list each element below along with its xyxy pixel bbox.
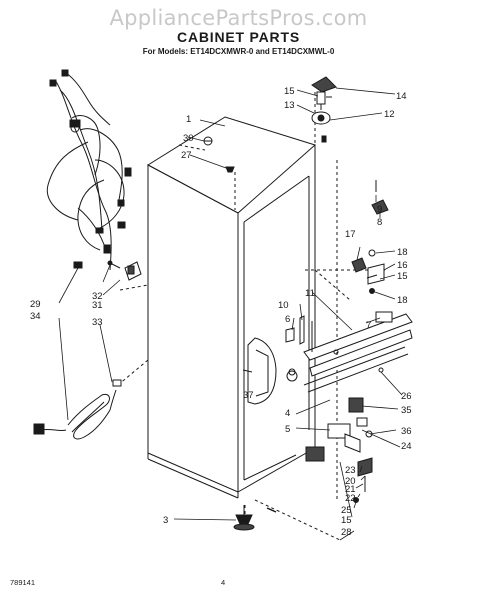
- callout-26: 26: [401, 391, 412, 402]
- callout-4: 4: [285, 408, 290, 419]
- callout-labels: 1 7 12 3 4 5 6 8 9 10 11 13 14 15 15 15 …: [30, 86, 412, 538]
- callout-36: 36: [401, 426, 412, 437]
- callout-13: 13: [284, 100, 295, 111]
- callout-3: 3: [163, 515, 168, 526]
- hinge-parts: [286, 76, 413, 503]
- callout-28: 28: [341, 527, 352, 538]
- leader-lines: [58, 87, 403, 541]
- callout-22: 22: [345, 493, 356, 504]
- callout-15-top: 15: [284, 86, 295, 97]
- callout-33: 33: [92, 317, 103, 328]
- callout-16: 16: [397, 260, 408, 271]
- terminal-bracket: [107, 260, 142, 281]
- callout-21: 21: [345, 484, 356, 495]
- callout-15-mid: 15: [397, 271, 408, 282]
- callout-10: 10: [278, 300, 289, 311]
- callout-15-bottom: 15: [341, 515, 352, 526]
- callout-24: 24: [401, 441, 412, 452]
- callout-7: 7: [366, 320, 371, 331]
- callout-35: 35: [401, 405, 412, 416]
- power-cord: [33, 379, 122, 440]
- callout-8: 8: [377, 217, 382, 228]
- diagram-title: CABINET PARTS: [177, 29, 300, 45]
- small-parts: [203, 136, 305, 345]
- callout-6: 6: [285, 314, 290, 325]
- callout-34: 34: [30, 311, 41, 322]
- callout-23: 23: [345, 465, 356, 476]
- callout-32: 32: [92, 291, 103, 302]
- callout-11: 11: [305, 288, 315, 299]
- callout-25: 25: [341, 505, 352, 516]
- callout-18-lower: 18: [397, 295, 408, 306]
- callout-12: 12: [384, 109, 395, 120]
- callout-17: 17: [345, 229, 356, 240]
- callout-20: 20: [345, 476, 356, 487]
- leveling-foot: [233, 505, 277, 531]
- callout-5: 5: [285, 424, 290, 435]
- cabinet-body: [117, 92, 385, 541]
- watermark-text: AppliancePartsPros.com: [109, 6, 368, 30]
- model-subtitle: For Models: ET14DCXMWR-0 and ET14DCXMWL-…: [142, 47, 335, 56]
- wiring-harness: [46, 69, 132, 271]
- callout-31: 31: [92, 300, 103, 311]
- callout-1: 1: [186, 114, 191, 125]
- callout-27: 27: [181, 150, 192, 161]
- document-number: 789141: [10, 578, 36, 587]
- page-number: 4: [221, 578, 226, 587]
- callout-9: 9: [377, 204, 382, 215]
- callout-14: 14: [396, 91, 407, 102]
- callout-29: 29: [30, 299, 41, 310]
- callout-18-upper: 18: [397, 247, 408, 258]
- callout-37: 37: [243, 390, 254, 401]
- callout-30: 30: [183, 133, 194, 144]
